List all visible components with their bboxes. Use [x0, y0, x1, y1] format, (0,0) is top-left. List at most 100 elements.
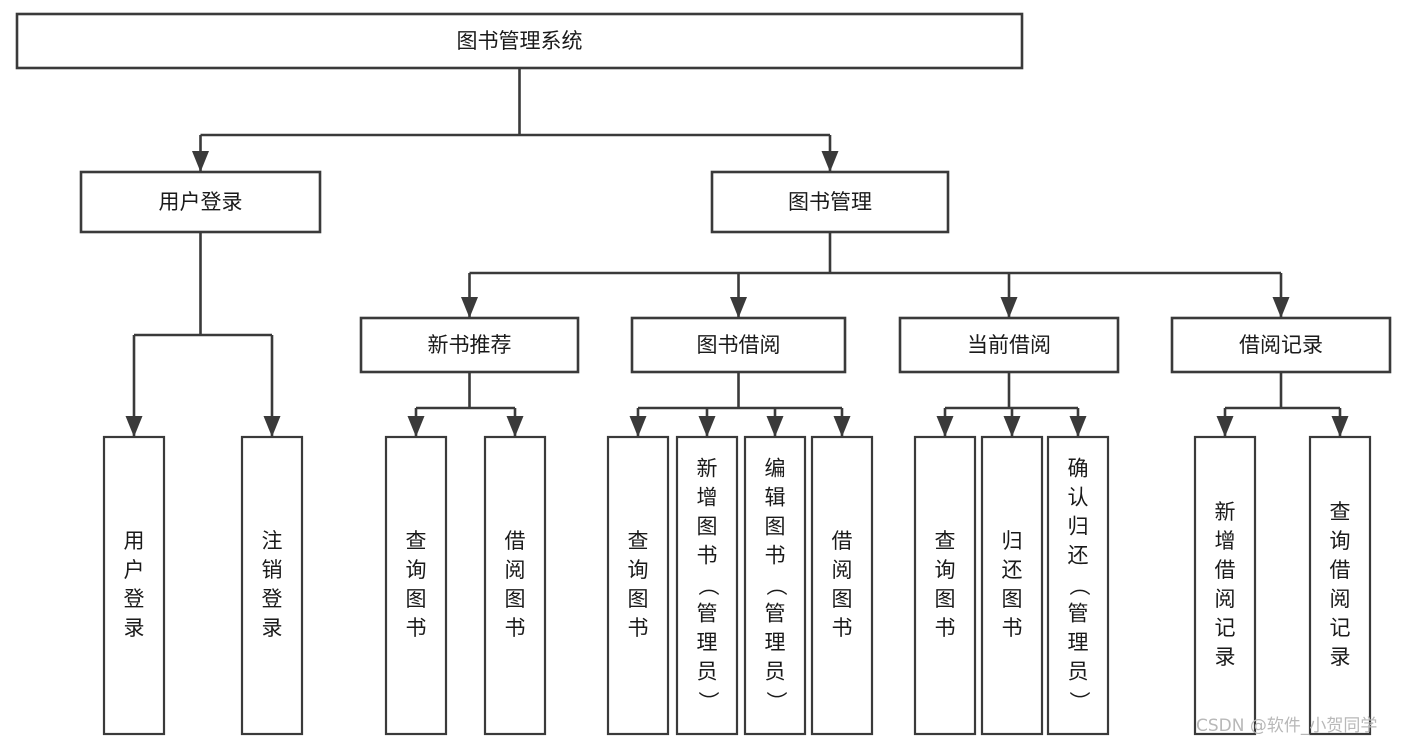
node-box-user-login[interactable] [79, 170, 322, 234]
node-label-char: 书 [1002, 616, 1023, 640]
node-label-char: 理 [765, 631, 786, 655]
node-book-management[interactable]: 图书管理 [710, 170, 950, 234]
node-label-char: 借 [505, 529, 526, 553]
node-box-query-book-3[interactable] [913, 435, 977, 736]
node-box-query-book-1[interactable] [384, 435, 448, 736]
node-box-user-login-leaf[interactable] [102, 435, 166, 736]
node-label-char: 查 [1330, 500, 1351, 524]
node-label-char: 认 [1068, 486, 1089, 510]
arrow-head-icon [936, 416, 954, 437]
arrow-head-icon [766, 416, 784, 437]
node-label-char: （ [764, 575, 788, 596]
node-label-char: ） [764, 691, 788, 712]
node-box-return-book[interactable] [980, 435, 1044, 736]
arrow-head-icon [629, 416, 647, 437]
node-box-book-management[interactable] [710, 170, 950, 234]
node-label-char: 增 [1215, 529, 1236, 553]
node-label-char: （ [696, 575, 720, 596]
node-new-book-recommend[interactable]: 新书推荐 [359, 316, 580, 374]
node-current-borrow[interactable]: 当前借阅 [898, 316, 1120, 374]
node-box-root[interactable] [15, 12, 1024, 70]
node-label-char: 书 [697, 544, 718, 568]
arrow-head-icon [506, 416, 524, 437]
node-box-user-logout-leaf[interactable] [240, 435, 304, 736]
node-box-query-borrow-record[interactable] [1308, 435, 1372, 736]
node-label-char: 录 [262, 616, 283, 640]
node-user-login[interactable]: 用户登录 [79, 170, 322, 234]
node-label-char: 编 [765, 457, 786, 481]
node-root[interactable]: 图书管理系统 [15, 12, 1024, 70]
node-label-char: 归 [1068, 515, 1089, 539]
node-label-char: 借 [1330, 558, 1351, 582]
node-label-char: 阅 [1215, 587, 1236, 611]
arrow-head-icon [407, 416, 425, 437]
node-box-query-book-2[interactable] [606, 435, 670, 736]
node-label-char: 图 [406, 587, 427, 611]
node-box-borrow-record[interactable] [1170, 316, 1392, 374]
node-label-root: 图书管理系统 [457, 29, 583, 53]
node-label-borrow-record: 借阅记录 [1239, 333, 1323, 357]
node-box-current-borrow[interactable] [898, 316, 1120, 374]
node-label-char: 书 [505, 616, 526, 640]
node-box-book-borrow[interactable] [630, 316, 847, 374]
arrow-head-icon [1003, 416, 1021, 437]
node-box-confirm-return-admin[interactable] [1046, 435, 1110, 736]
arrow-head-icon [192, 151, 209, 172]
node-label-char: 图 [935, 587, 956, 611]
arrow-head-icon [730, 297, 747, 318]
node-label-char: ） [696, 691, 720, 712]
node-label-char: （ [1067, 575, 1091, 596]
node-label-char: 新 [697, 457, 718, 481]
node-box-borrow-book-2[interactable] [810, 435, 874, 736]
arrow-head-icon [461, 297, 478, 318]
node-label-char: 理 [1068, 631, 1089, 655]
node-box-new-book-recommend[interactable] [359, 316, 580, 374]
node-user-login-leaf[interactable]: 用户登录 [102, 435, 166, 736]
node-borrow-record[interactable]: 借阅记录 [1170, 316, 1392, 374]
arrow-head-icon [1272, 297, 1290, 318]
node-label-char: 管 [697, 602, 718, 626]
node-label-char: 查 [628, 529, 649, 553]
node-label-char: 还 [1002, 558, 1023, 582]
node-label-char: 查 [935, 529, 956, 553]
node-label-current-borrow: 当前借阅 [967, 333, 1051, 357]
node-label-char: 新 [1215, 500, 1236, 524]
node-label-char: 记 [1215, 616, 1236, 640]
arrow-head-icon [1331, 416, 1349, 437]
node-label-char: 书 [406, 616, 427, 640]
node-label-char: 录 [1215, 645, 1236, 669]
node-label-char: 借 [832, 529, 853, 553]
node-book-borrow[interactable]: 图书借阅 [630, 316, 847, 374]
node-label-user-login-leaf: 用户登录 [124, 529, 145, 640]
node-box-borrow-book-1[interactable] [483, 435, 547, 736]
node-box-add-borrow-record[interactable] [1193, 435, 1257, 736]
node-label-char: 图 [628, 587, 649, 611]
arrow-head-icon [821, 151, 839, 172]
node-label-char: 书 [628, 616, 649, 640]
node-box-edit-book-admin[interactable] [743, 435, 807, 736]
node-label-char: 管 [1068, 602, 1089, 626]
node-label-char: 阅 [1330, 587, 1351, 611]
node-label-char: 员 [1068, 660, 1089, 684]
node-box-add-book-admin[interactable] [675, 435, 739, 736]
node-label-char: 管 [765, 602, 786, 626]
node-label-char: 询 [1330, 529, 1351, 553]
